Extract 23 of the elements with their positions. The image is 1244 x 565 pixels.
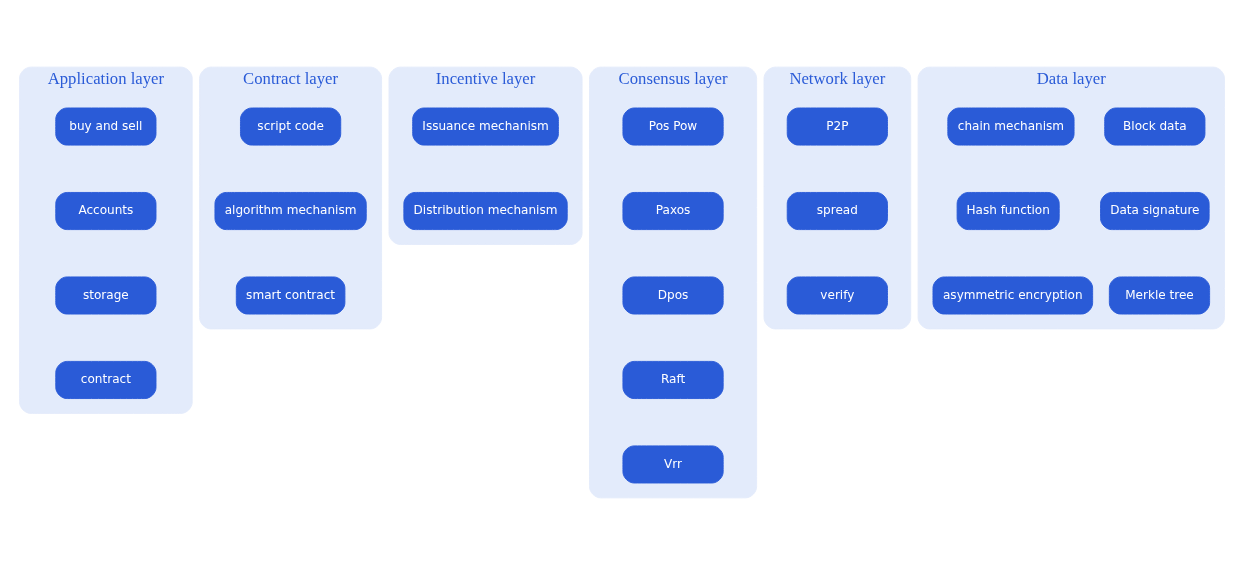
node-box: spread xyxy=(786,192,888,231)
node-box: smart contract xyxy=(235,276,346,315)
node-box: Distribution mechanism xyxy=(403,192,568,231)
node-box: verify xyxy=(786,276,888,315)
node-box: Paxos xyxy=(622,192,724,231)
node-box: Raft xyxy=(622,360,724,399)
node-box: Data signature xyxy=(1100,192,1210,231)
node-box: asymmetric encryption xyxy=(932,276,1094,315)
node-box: Dpos xyxy=(622,276,724,315)
node-box: Merkle tree xyxy=(1108,276,1211,315)
node-box: Pos Pow xyxy=(622,107,724,146)
node-box: Block data xyxy=(1104,107,1206,146)
node-box: Hash function xyxy=(956,192,1060,231)
node-box: Accounts xyxy=(55,192,157,231)
node-box: Vrr xyxy=(622,445,724,484)
node-box: Issuance mechanism xyxy=(412,107,559,146)
node-box: P2P xyxy=(786,107,888,146)
node-box: storage xyxy=(55,276,157,315)
node-box: buy and sell xyxy=(55,107,157,146)
node-box: script code xyxy=(240,107,342,146)
node-box: chain mechanism xyxy=(947,107,1075,146)
node-box: contract xyxy=(55,360,157,399)
node-box: algorithm mechanism xyxy=(214,192,367,231)
